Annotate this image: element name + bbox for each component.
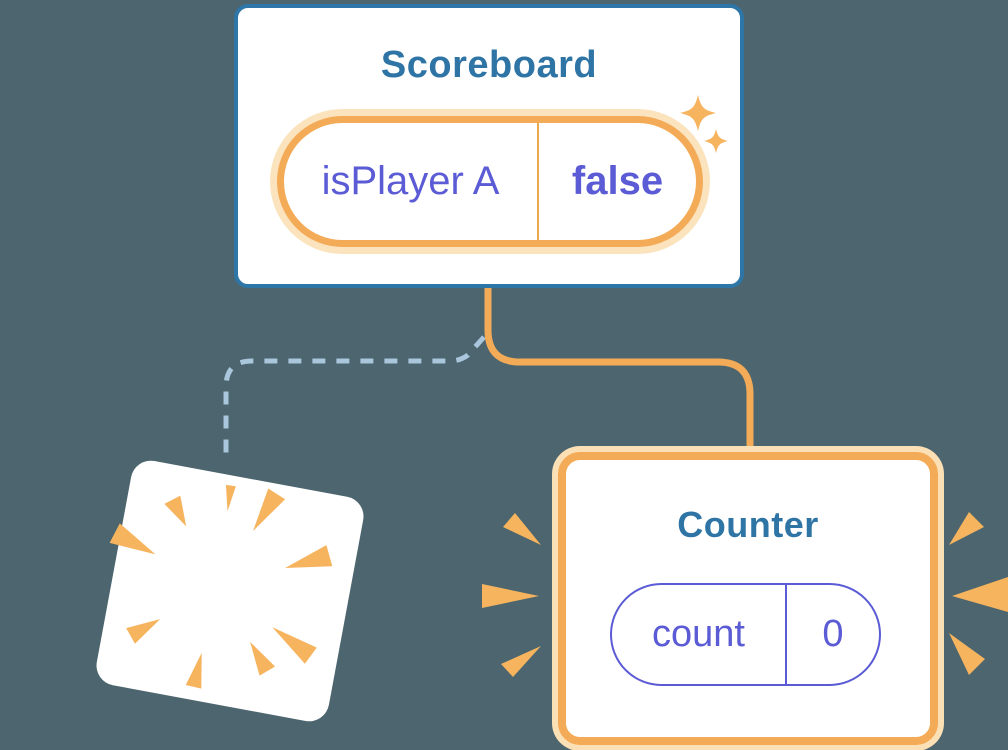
- burst-rays-left-icon: [482, 513, 541, 677]
- burst-rays-right-icon: [949, 512, 1008, 675]
- scoreboard-state-value: false: [537, 123, 696, 240]
- scoreboard-state-pill: isPlayer A false: [277, 116, 703, 247]
- scoreboard-card: Scoreboard isPlayer A false: [234, 4, 744, 288]
- connector-solid-line: [484, 287, 754, 458]
- connector-dashed-line: [223, 335, 486, 458]
- sparkles-icon: [680, 95, 728, 153]
- counter-state-key: count: [652, 613, 745, 655]
- starburst-icon: [109, 484, 333, 689]
- counter-state-pill: count 0: [610, 583, 881, 686]
- scoreboard-state-key: isPlayer A: [321, 159, 500, 203]
- scoreboard-title: Scoreboard: [380, 44, 598, 86]
- counter-title: Counter: [677, 504, 819, 545]
- destroyed-component-card: [93, 457, 367, 725]
- counter-state-value: 0: [785, 585, 879, 684]
- counter-card: Counter count 0: [558, 452, 938, 745]
